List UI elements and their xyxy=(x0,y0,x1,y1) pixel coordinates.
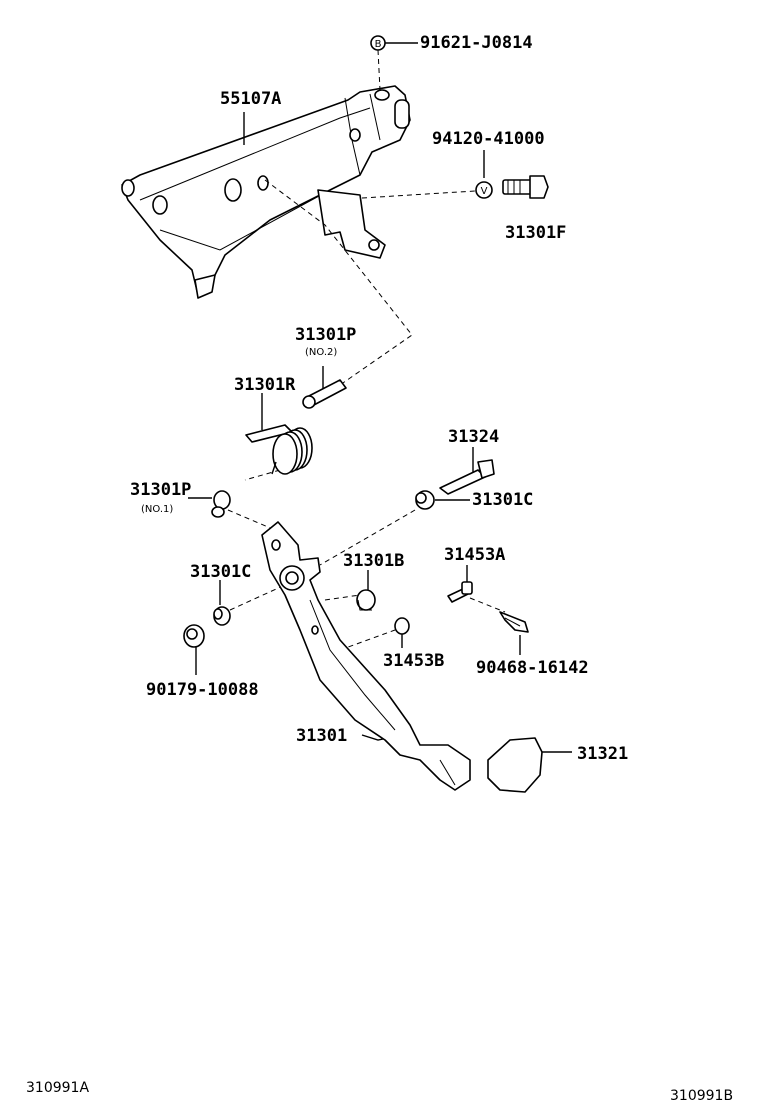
label-90468-16142: 90468-16142 xyxy=(476,658,589,678)
label-31301p-no2: 31301P xyxy=(295,325,356,345)
bushing-31301c-left xyxy=(213,606,231,626)
marker-b-text: B xyxy=(375,39,382,50)
spring-31301r xyxy=(245,424,313,475)
label-no2: (NO.2) xyxy=(305,347,337,358)
pin-31301p-no2 xyxy=(302,379,347,409)
part-labels: 91621-J0814 55107A 94120-41000 31301F 31… xyxy=(130,33,628,764)
clip-90468-16142 xyxy=(499,611,529,633)
bushing-31301p-no1 xyxy=(211,490,231,518)
label-31301: 31301 xyxy=(296,726,347,746)
diagram-code-left: 310991A xyxy=(26,1080,89,1096)
assembly-lines xyxy=(227,179,506,651)
label-91621-j0814: 91621-J0814 xyxy=(420,33,533,53)
marker-v-text: V xyxy=(481,186,488,197)
label-90179-10088: 90179-10088 xyxy=(146,680,259,700)
bolt-31453a xyxy=(447,581,473,603)
label-94120-41000: 94120-41000 xyxy=(432,129,545,149)
label-31301f: 31301F xyxy=(505,223,566,243)
label-31301r: 31301R xyxy=(234,375,296,395)
pedal-bracket-55107a xyxy=(121,85,411,299)
pedal-arm-31301 xyxy=(261,521,471,791)
bolt-31324 xyxy=(439,459,495,495)
marker-v: V xyxy=(475,181,493,199)
bushing-31301c-top xyxy=(415,490,435,510)
label-31301c-top: 31301C xyxy=(472,490,533,510)
label-31453a: 31453A xyxy=(444,545,505,565)
bolt-31301f xyxy=(502,175,549,199)
nut-90179-10088 xyxy=(183,624,205,648)
label-31301p-no1: 31301P xyxy=(130,480,191,500)
label-55107a: 55107A xyxy=(220,89,281,109)
marker-b: B xyxy=(370,35,386,51)
diagram-code-right: 310991B xyxy=(670,1088,733,1104)
label-31301c-left: 31301C xyxy=(190,562,251,582)
label-31321: 31321 xyxy=(577,744,628,764)
stopper-31453b xyxy=(394,617,410,635)
label-no1: (NO.1) xyxy=(141,504,173,515)
label-31301b: 31301B xyxy=(343,551,404,571)
label-31324: 31324 xyxy=(448,427,499,447)
stopper-31301b xyxy=(356,589,376,611)
label-31453b: 31453B xyxy=(383,651,444,671)
pedal-pad-31321 xyxy=(487,737,543,793)
